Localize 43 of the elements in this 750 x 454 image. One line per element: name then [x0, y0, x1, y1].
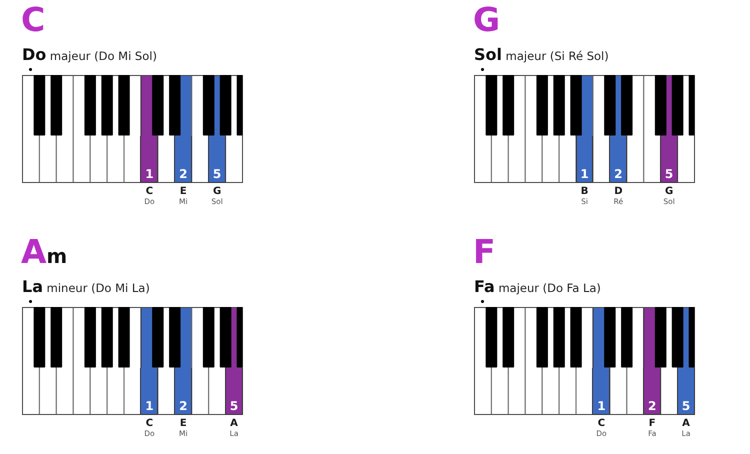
finger-number: 1	[597, 400, 606, 413]
finger-number: 2	[179, 400, 188, 413]
note-letter: G	[665, 186, 674, 197]
chord-title: Do majeur (Do Mi Sol)	[22, 46, 157, 65]
note-letter: B	[580, 186, 588, 197]
chord-symbol: F	[473, 235, 496, 268]
note-letter: E	[180, 186, 187, 197]
chord-symbol: C	[21, 3, 46, 36]
note-letter: C	[146, 186, 154, 197]
note-letter: D	[614, 186, 622, 197]
highlighted-key	[140, 136, 158, 183]
finger-number: 1	[145, 168, 154, 181]
note-letter: E	[180, 418, 187, 429]
finger-number: 1	[580, 168, 589, 181]
highlighted-key	[174, 368, 192, 415]
finger-number: 5	[664, 168, 674, 181]
highlighted-key	[208, 136, 226, 183]
chord-symbol: G	[473, 3, 500, 36]
highlighted-key	[592, 368, 610, 415]
finger-number: 2	[179, 168, 188, 181]
highlighted-key	[660, 136, 678, 183]
note-letter: C	[146, 418, 154, 429]
finger-number: 5	[230, 400, 238, 413]
finger-number: 5	[212, 168, 222, 181]
highlighted-key	[140, 368, 158, 415]
note-letter: A	[230, 418, 238, 429]
highlighted-key	[677, 368, 695, 415]
note-letter: C	[598, 418, 606, 429]
finger-number: 5	[682, 400, 690, 413]
finger-number: 2	[648, 400, 656, 413]
highlighted-key	[225, 368, 243, 415]
highlighted-key	[643, 368, 662, 415]
note-letter: G	[213, 186, 222, 197]
chord-title: Fa majeur (Do Fa La)	[474, 278, 601, 297]
note-letter: F	[648, 418, 656, 429]
finger-number: 2	[614, 168, 623, 181]
note-letter: A	[682, 418, 690, 429]
highlighted-key	[576, 136, 594, 183]
highlighted-key	[609, 136, 628, 183]
highlighted-key	[174, 136, 192, 183]
finger-number: 1	[145, 400, 154, 413]
chord-title: Sol majeur (Si Ré Sol)	[474, 46, 609, 65]
chord-title: La mineur (Do Mi La)	[22, 278, 150, 297]
